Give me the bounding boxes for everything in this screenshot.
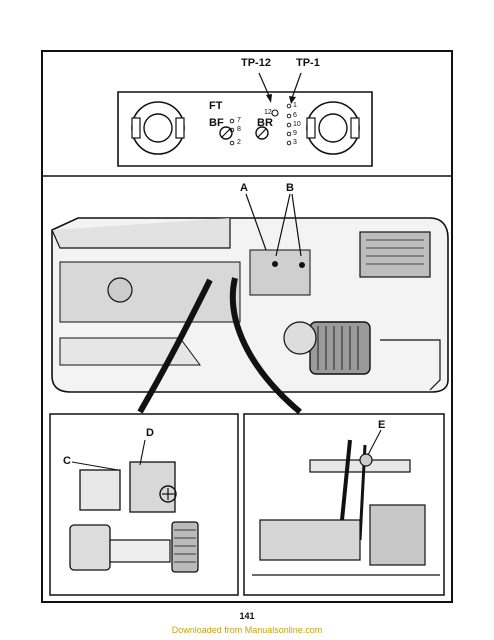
br-label: BR [257,117,273,129]
machine-body [51,193,449,415]
tp12-label: TP-12 [241,57,271,69]
page-frame [41,50,453,603]
callout-e: E [378,419,386,431]
tp-num-10: 10 [293,121,301,128]
left-knob-icon [131,101,185,155]
tp-num-9: 9 [293,130,297,137]
tp1-label: TP-1 [296,57,320,69]
bf-label: BF [209,117,224,129]
callout-b: B [286,182,294,194]
motor-icon [309,321,371,375]
detail-left [49,413,239,596]
ft-label: FT [209,100,223,112]
tp-num-12: 12 [264,109,272,116]
footer-link[interactable]: Downloaded from Manualsonline.com [171,625,323,635]
right-knob-icon [306,101,360,155]
callout-d: D [146,427,154,439]
callout-a: A [240,182,248,194]
detail-right [243,413,445,596]
gear-icon [171,521,199,573]
tp-num-8: 8 [237,126,241,133]
callout-c: C [63,455,71,467]
tp-num-7: 7 [237,117,241,124]
dial-plate [117,72,373,167]
tp-num-3: 3 [293,139,297,146]
tp-num-2: 2 [237,139,241,146]
tp-num-6: 6 [293,112,297,119]
tp-num-1: 1 [293,102,297,109]
page-number: 141 [239,611,255,621]
